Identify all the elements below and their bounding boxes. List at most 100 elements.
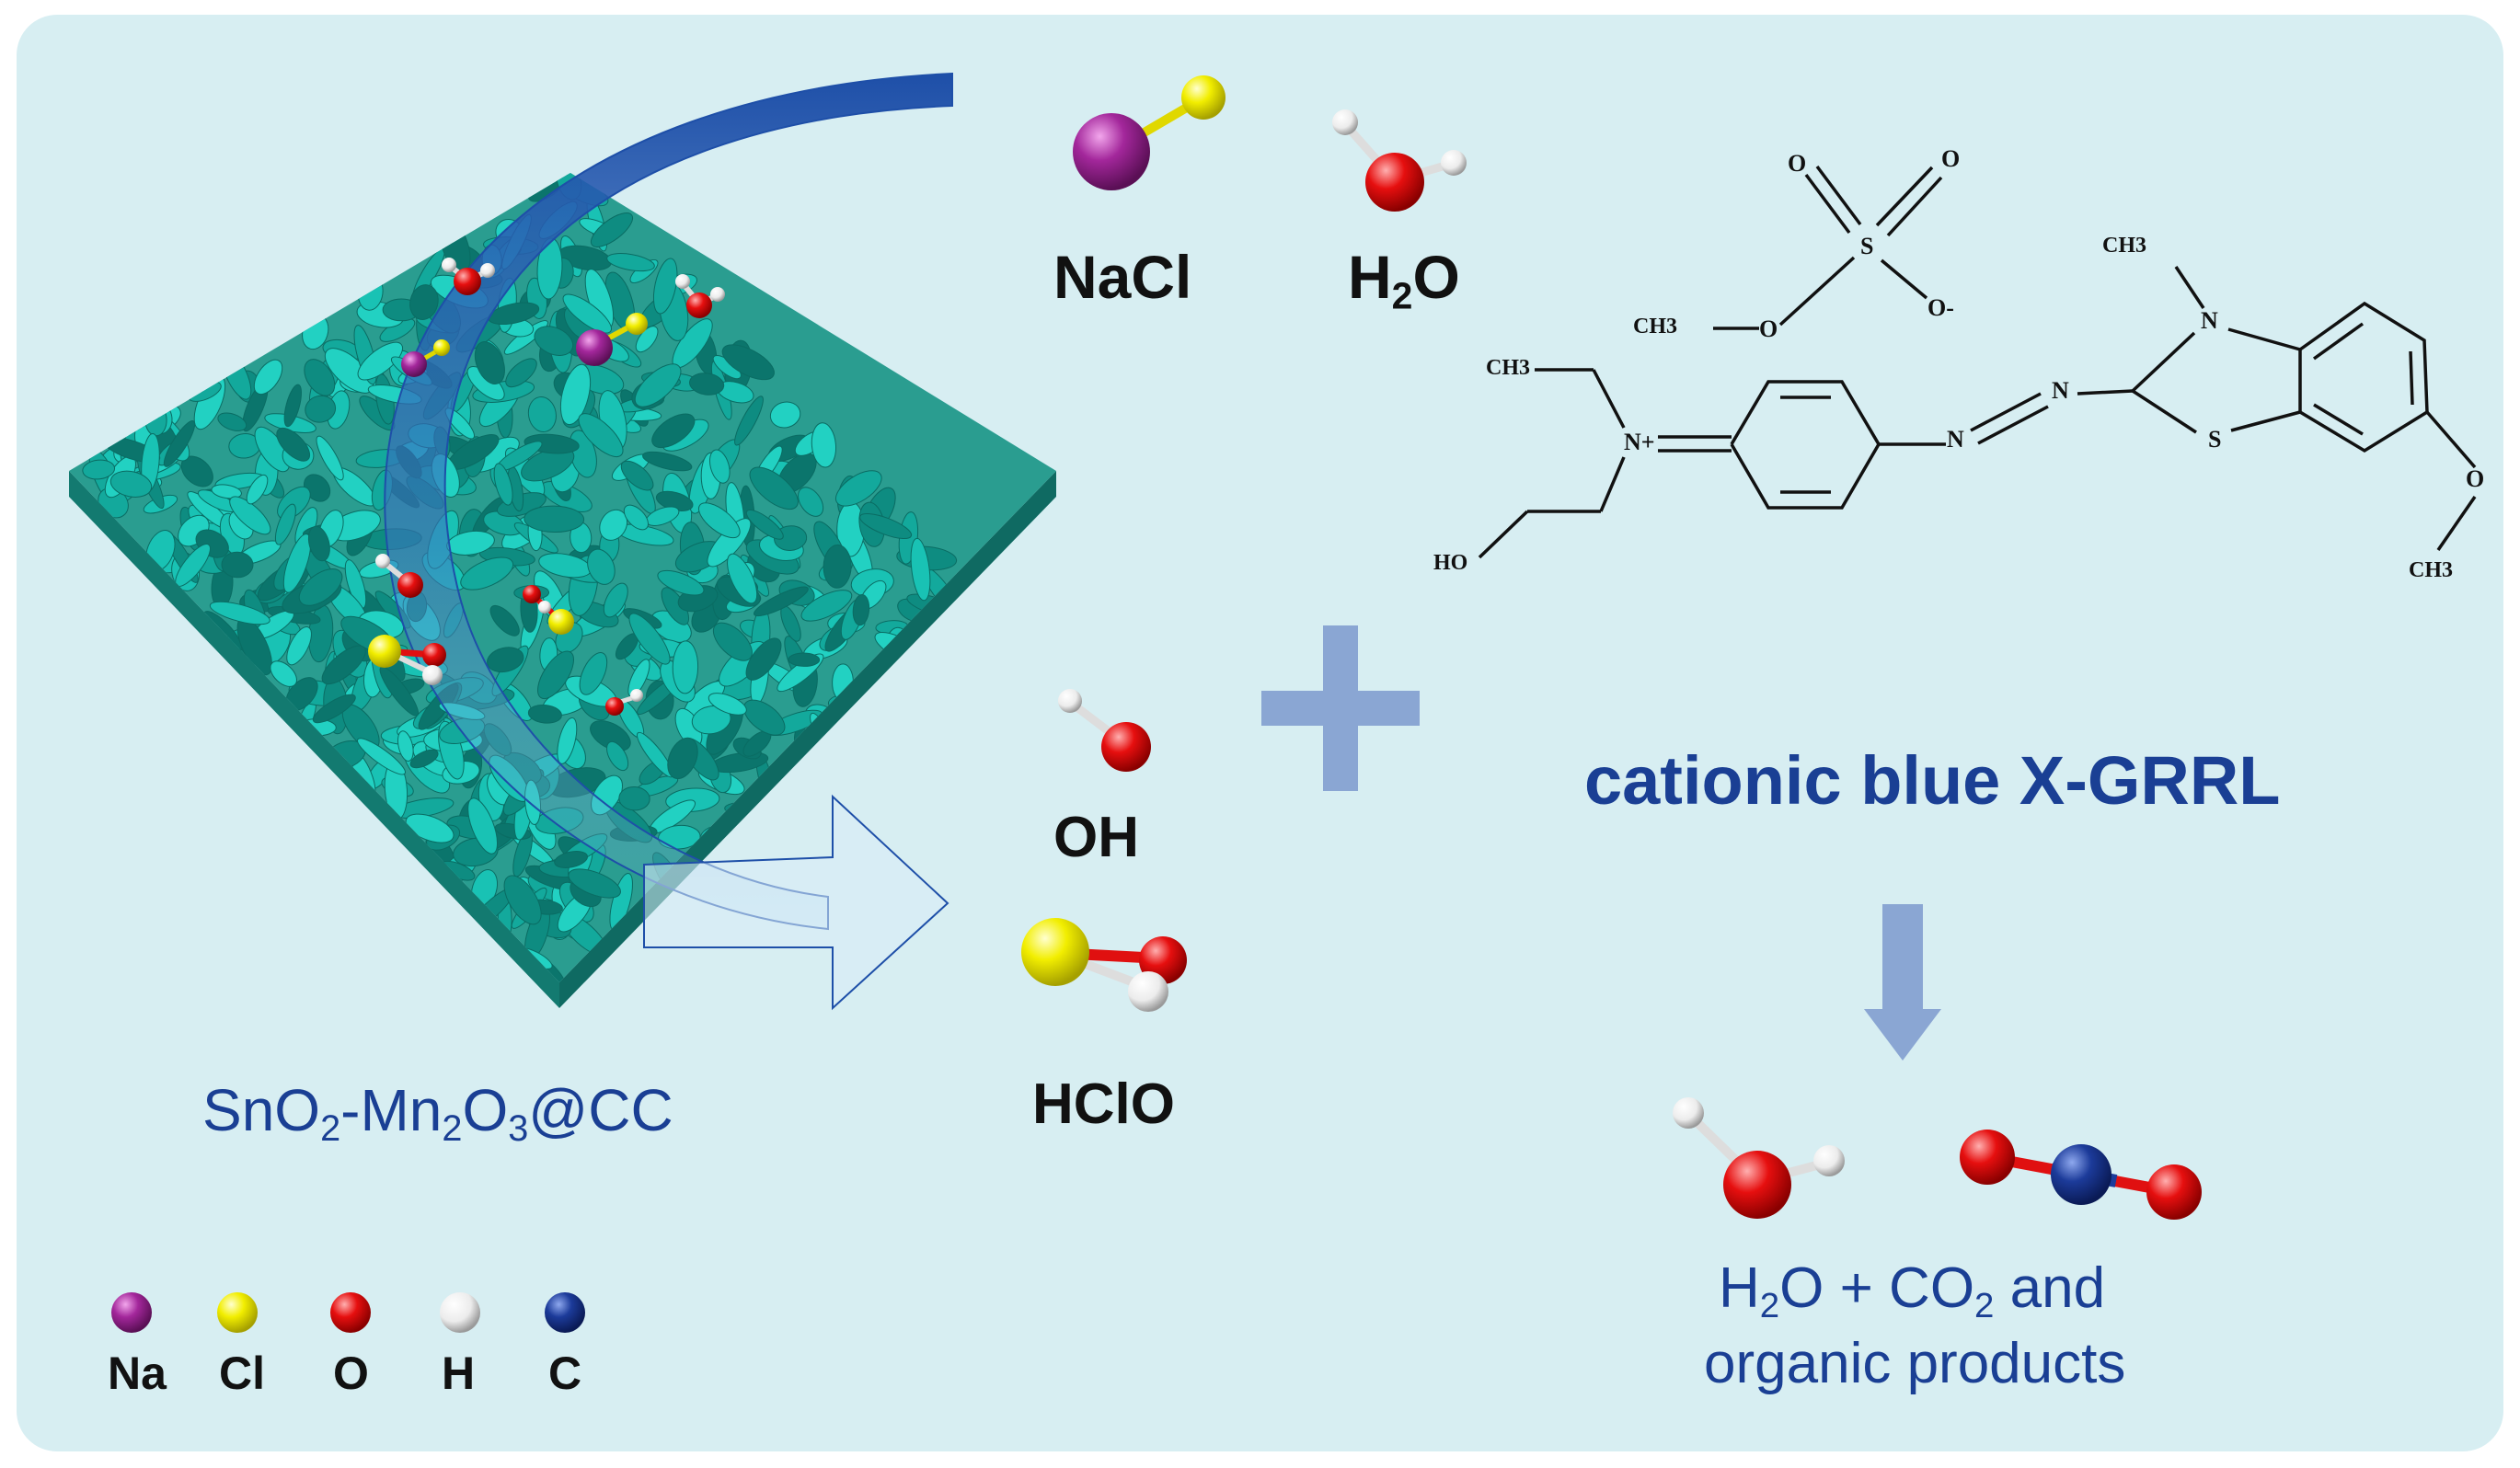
catalyst-label-p1: 2 [320,1108,341,1150]
nanoflake [298,568,343,606]
final-line1-p2: O + CO [1779,1256,1975,1320]
final-line1-p1: 2 [1759,1285,1780,1325]
nanoflake [409,749,439,769]
catalyst-label-p6: @CC [528,1077,673,1143]
surface-na [401,351,427,377]
final-line1-p4: and [1994,1256,2106,1320]
nanoflake [474,341,505,384]
nanoflake [859,512,913,540]
surface-h [375,554,390,568]
legend-swatch-cl [217,1292,258,1333]
nanoflake [769,401,801,429]
water-molecule-product [1673,1097,1845,1219]
nanoflake [749,466,799,510]
atom-och3: CH3 [2409,558,2453,582]
legend-label-cl: Cl [219,1348,265,1399]
surface-h [422,665,443,685]
plus-sign [1261,625,1420,791]
nanoflake [721,344,775,381]
nanoflake [651,413,696,449]
atom-o2: O [1941,145,1961,172]
nanoflake [788,652,821,667]
atom-ch3-sulfate: CH3 [1633,315,1677,338]
nanoflake [634,363,682,407]
surface-cl [368,635,401,668]
surface-h [442,258,456,272]
legend-swatch-h [440,1292,480,1333]
nanoflake [283,384,302,428]
nanoflake [652,258,678,315]
oh-radical-molecule [1058,689,1151,772]
nanoflake [486,647,524,673]
surface-o [686,292,712,318]
nanoflake [603,582,628,618]
surface-h [630,689,643,702]
nanoflake [623,504,649,531]
nanoflake [559,363,592,426]
nanoflake [524,505,585,533]
nanoflake [274,503,296,545]
hclo-label: HClO [1032,1072,1175,1136]
atom-o-ester: O [1759,315,1778,342]
nanoflake [304,359,336,396]
atom-o-methoxy: O [2466,465,2485,492]
nanoflake [397,730,414,762]
nanoflake [253,359,283,396]
surface-h [675,274,690,289]
nanoflake [811,422,837,468]
atom-o-minus: O- [1927,294,1954,321]
final-products-line2: organic products [1704,1332,2126,1395]
legend-swatch-c [545,1292,585,1333]
nanoflake [754,586,809,617]
nanoflake [493,463,513,506]
nanoflake [534,326,574,356]
nanoflake [557,717,578,764]
nanoflake [82,459,116,480]
nanoflake [357,341,404,381]
nanoflake [734,396,764,446]
co2-molecule [1960,1130,2202,1220]
surface-cl [548,609,574,635]
nacl-molecule [1073,75,1225,190]
nanoflake [209,601,270,625]
catalyst-slab [69,173,1056,1008]
nanoflake [229,496,271,535]
nacl-label: NaCl [1053,243,1192,311]
surface-h [480,263,495,278]
legend-label-o: O [333,1348,369,1399]
surface-cl [433,339,450,356]
atom-o1: O [1788,150,1807,177]
catalyst-label-p5: 3 [508,1108,529,1150]
nanoflake [606,740,629,772]
nanoflake [578,413,624,457]
nanoflake [910,537,931,602]
atom-ho: HO [1433,551,1468,575]
nanoflake [217,412,247,431]
nanoflake [712,622,753,661]
dye-name: cationic blue X-GRRL [1584,742,2281,819]
nanoflake [357,738,406,775]
nanoflake [460,556,514,591]
legend-label-h: H [442,1348,476,1399]
nanoflake [537,650,574,700]
nanoflake [276,427,311,462]
surface-o [605,697,624,716]
surface-o [523,585,541,603]
nanoflake [745,637,782,681]
nanoflake [587,548,616,585]
dye-structure [1478,165,2477,559]
nanoflake [503,875,542,925]
nanoflake [798,487,824,517]
surface-molecules [368,258,725,716]
catalyst-label-p2: -Mn [340,1077,443,1143]
surface-na [576,329,613,366]
nanoflake [489,604,520,637]
nanoflake [467,797,499,854]
nanoflake [691,705,731,735]
nanoflake [823,545,852,589]
final-line1-p3: 2 [1974,1285,1995,1325]
surface-o [454,268,481,295]
nanoflake [657,569,705,596]
